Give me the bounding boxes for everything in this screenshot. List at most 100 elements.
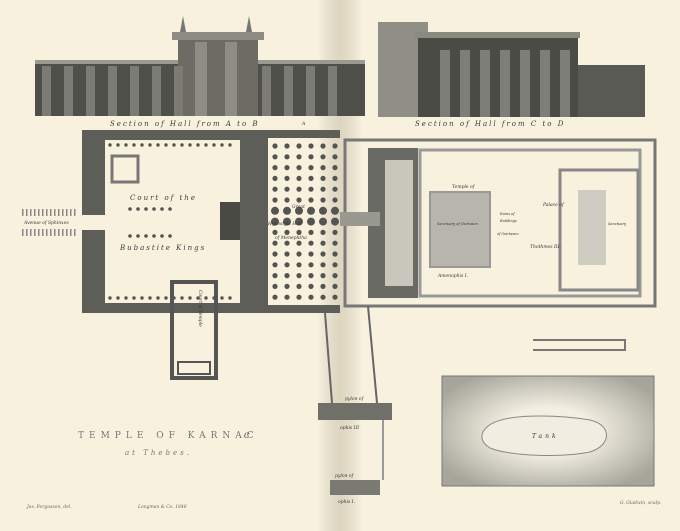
- hall-column: [283, 217, 291, 226]
- hall-column: [308, 175, 314, 181]
- elevation-column: [560, 50, 570, 117]
- sphinx: [34, 229, 36, 236]
- hall-column: [284, 240, 290, 246]
- court-column: [164, 143, 168, 147]
- hall-column: [332, 197, 338, 203]
- court-column: [144, 234, 148, 238]
- hall-column: [284, 197, 290, 203]
- elevation-column: [174, 66, 183, 116]
- sphinx: [42, 229, 44, 236]
- sphinx: [50, 229, 52, 236]
- hall-column: [320, 186, 326, 192]
- small-court-label: Court of Temple: [197, 290, 203, 327]
- hall-column: [284, 294, 290, 300]
- court-column: [164, 296, 168, 300]
- elevation-column: [500, 50, 510, 117]
- court-column: [136, 234, 140, 238]
- hall-column: [284, 154, 290, 160]
- court-column: [124, 143, 128, 147]
- hall-column: [284, 186, 290, 192]
- court-column: [156, 296, 160, 300]
- court-column: [212, 143, 216, 147]
- hall-column: [320, 262, 326, 268]
- hall-column: [308, 240, 314, 246]
- hall-column: [296, 240, 302, 246]
- hall-column: [284, 251, 290, 257]
- hall-column: [332, 262, 338, 268]
- hall-column: [332, 240, 338, 246]
- court-column: [116, 296, 120, 300]
- hall-column: [320, 165, 326, 171]
- court-column: [204, 143, 208, 147]
- court-column: [228, 143, 232, 147]
- sphinx: [22, 229, 24, 236]
- elevation-column: [460, 50, 470, 117]
- hall-column: [296, 143, 302, 149]
- letter-c: C: [244, 432, 250, 440]
- small-temple-plan: [170, 280, 218, 380]
- court-column: [228, 296, 232, 300]
- sphinx: [62, 229, 64, 236]
- hall-column: [308, 273, 314, 279]
- elevation-column: [262, 66, 271, 116]
- section-elevation-a-b: [35, 16, 365, 116]
- hall-column: [308, 165, 314, 171]
- hall-column: [296, 283, 302, 289]
- court-column: [148, 143, 152, 147]
- hall-column: [319, 217, 327, 226]
- sphinx: [54, 209, 56, 216]
- hall-column: [320, 175, 326, 181]
- court-label-2: Bubastite Kings: [119, 244, 206, 252]
- hall-column: [308, 197, 314, 203]
- hall-column: [308, 262, 314, 268]
- sphinx: [58, 209, 60, 216]
- avenue-label: Avenue of Sphinxes: [23, 220, 69, 226]
- enclosure-lines: [318, 305, 626, 495]
- court-column: [136, 207, 140, 211]
- hall-column: [332, 251, 338, 257]
- court-and-hall-plan: [82, 130, 340, 313]
- hall-column: [284, 229, 290, 235]
- court-column: [220, 143, 224, 147]
- plate-subtitle: at Thebes.: [125, 449, 192, 457]
- court-column: [140, 143, 144, 147]
- court-column: [180, 296, 184, 300]
- court-column: [196, 296, 200, 300]
- hall-column: [272, 273, 278, 279]
- hall-column: [283, 206, 291, 215]
- hall-column: [320, 273, 326, 279]
- hall-column: [272, 240, 278, 246]
- elevation-column: [328, 66, 337, 116]
- sphinx: [66, 209, 68, 216]
- sphinx: [46, 229, 48, 236]
- court-column: [128, 234, 132, 238]
- hall-column: [284, 175, 290, 181]
- hall-column: [272, 143, 278, 149]
- sphinx: [30, 229, 32, 236]
- hall-column: [331, 217, 339, 226]
- hall-label-3: of Menephtha: [275, 235, 307, 241]
- sphinx: [30, 209, 32, 216]
- hall-column: [308, 251, 314, 257]
- court-column: [168, 234, 172, 238]
- sphinx: [42, 209, 44, 216]
- court-label-1: Court of the: [130, 194, 197, 202]
- court-column: [168, 207, 172, 211]
- hall-column: [320, 154, 326, 160]
- elevation-column: [540, 50, 550, 117]
- hall-column: [284, 262, 290, 268]
- court-column: [204, 296, 208, 300]
- court-column: [188, 296, 192, 300]
- credit-draughtsman: Jas. Fergusson, del.: [26, 504, 72, 510]
- pylon2-label-1: pylon of: [335, 473, 355, 479]
- court-column: [140, 296, 144, 300]
- hall-column: [296, 154, 302, 160]
- elevation-column: [284, 66, 293, 116]
- hall-column: [320, 143, 326, 149]
- hall-column: [272, 154, 278, 160]
- hall-column: [296, 229, 302, 235]
- hall-column: [296, 262, 302, 268]
- palace-label-1: Palace of: [542, 202, 565, 208]
- section-elevation-c-d: [378, 22, 645, 117]
